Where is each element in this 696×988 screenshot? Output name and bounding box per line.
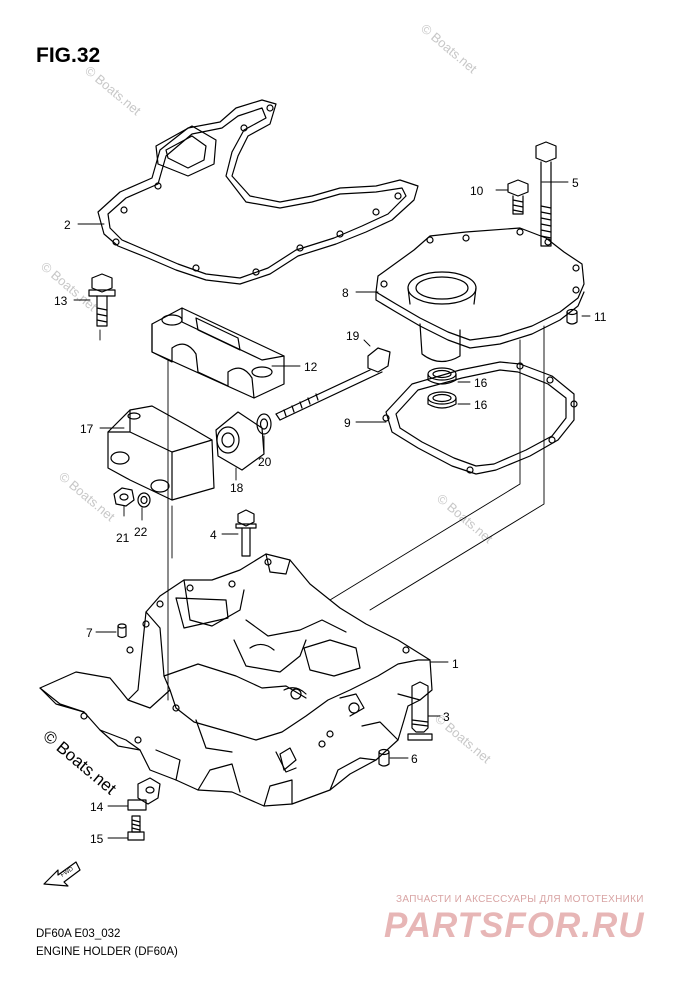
callout-number: 4 [210,528,217,542]
callout-number: 8 [342,286,349,300]
o-ring-part-16 [427,367,457,409]
watermark-text: © Boats.net [418,21,480,77]
nut-part-21 [113,487,135,507]
callout-number: 16 [474,376,488,390]
callout-number: 3 [443,710,450,724]
diagram-code: DF60A E03_032 [36,928,121,940]
callout-number: 7 [86,626,93,640]
engine-holder-part-1 [39,553,433,807]
watermark-layer: © Boats.net © Boats.net © Boats.net © Bo… [38,21,496,799]
engine-holder-bolt-holes [80,558,410,748]
callout-number: 17 [80,422,94,436]
cover-plate-part-8 [375,227,585,363]
dowel-pin-part-6 [378,748,390,767]
bolt-part-15 [127,815,145,841]
callout-leaders [73,181,591,839]
washer-part-22 [137,492,151,508]
washer-part-20 [256,413,272,435]
fwd-arrow-icon: FWD [43,861,81,887]
diagram-caption: ENGINE HOLDER (DF60A) [36,946,178,958]
partsfor-logo: PARTSFOR.RU [384,906,645,945]
callout-number: 11 [594,310,607,324]
callout-number: 15 [90,832,104,846]
callout-number: 21 [116,531,130,545]
watermark-text: © Boats.net [82,63,144,119]
bolt-part-19 [275,347,391,421]
callout-labels: 1 2 3 4 5 6 7 8 9 10 11 12 13 14 15 16 1… [54,176,607,846]
bolt-part-4 [235,509,257,557]
callout-number: 10 [470,184,484,198]
gasket-part-2 [97,99,419,285]
callout-number: 6 [411,752,418,766]
callout-number: 16 [474,398,488,412]
bolt-part-13 [88,273,116,327]
assembly-guide-lines [99,325,545,701]
callout-number: 13 [54,294,68,308]
callout-number: 9 [344,416,351,430]
dowel-pin-part-7 [117,623,127,639]
watermark-text: © Boats.net [38,259,100,315]
gasket-2-bolt-holes [112,104,402,276]
callout-number: 5 [572,176,579,190]
callout-number: 20 [258,455,272,469]
callout-number: 19 [346,329,360,343]
bolt-part-3 [407,681,433,741]
bolt-part-10 [507,179,529,215]
figure-title: FIG.32 [36,44,101,67]
dowel-pin-part-11 [566,308,578,325]
watermark-text: © Boats.net [434,491,496,547]
callout-number: 18 [230,481,244,495]
bolt-part-5 [535,141,557,247]
partsfor-tagline: ЗАПЧАСТИ И АКСЕССУАРЫ ДЛЯ МОТОТЕХНИКИ [396,894,644,905]
watermark-text: © Boats.net [432,711,494,767]
block-part-17 [107,405,215,501]
bushing-part-18 [215,411,265,471]
watermark-text: © Boats.net [56,469,118,525]
stud-part-14 [127,777,161,811]
cover-plate-bolt-holes [380,228,580,294]
callout-number: 14 [90,800,104,814]
callout-number: 2 [64,218,71,232]
callout-number: 22 [134,525,148,539]
callout-number: 1 [452,657,459,671]
bracket-part-12 [151,307,285,399]
callout-number: 12 [304,360,318,374]
